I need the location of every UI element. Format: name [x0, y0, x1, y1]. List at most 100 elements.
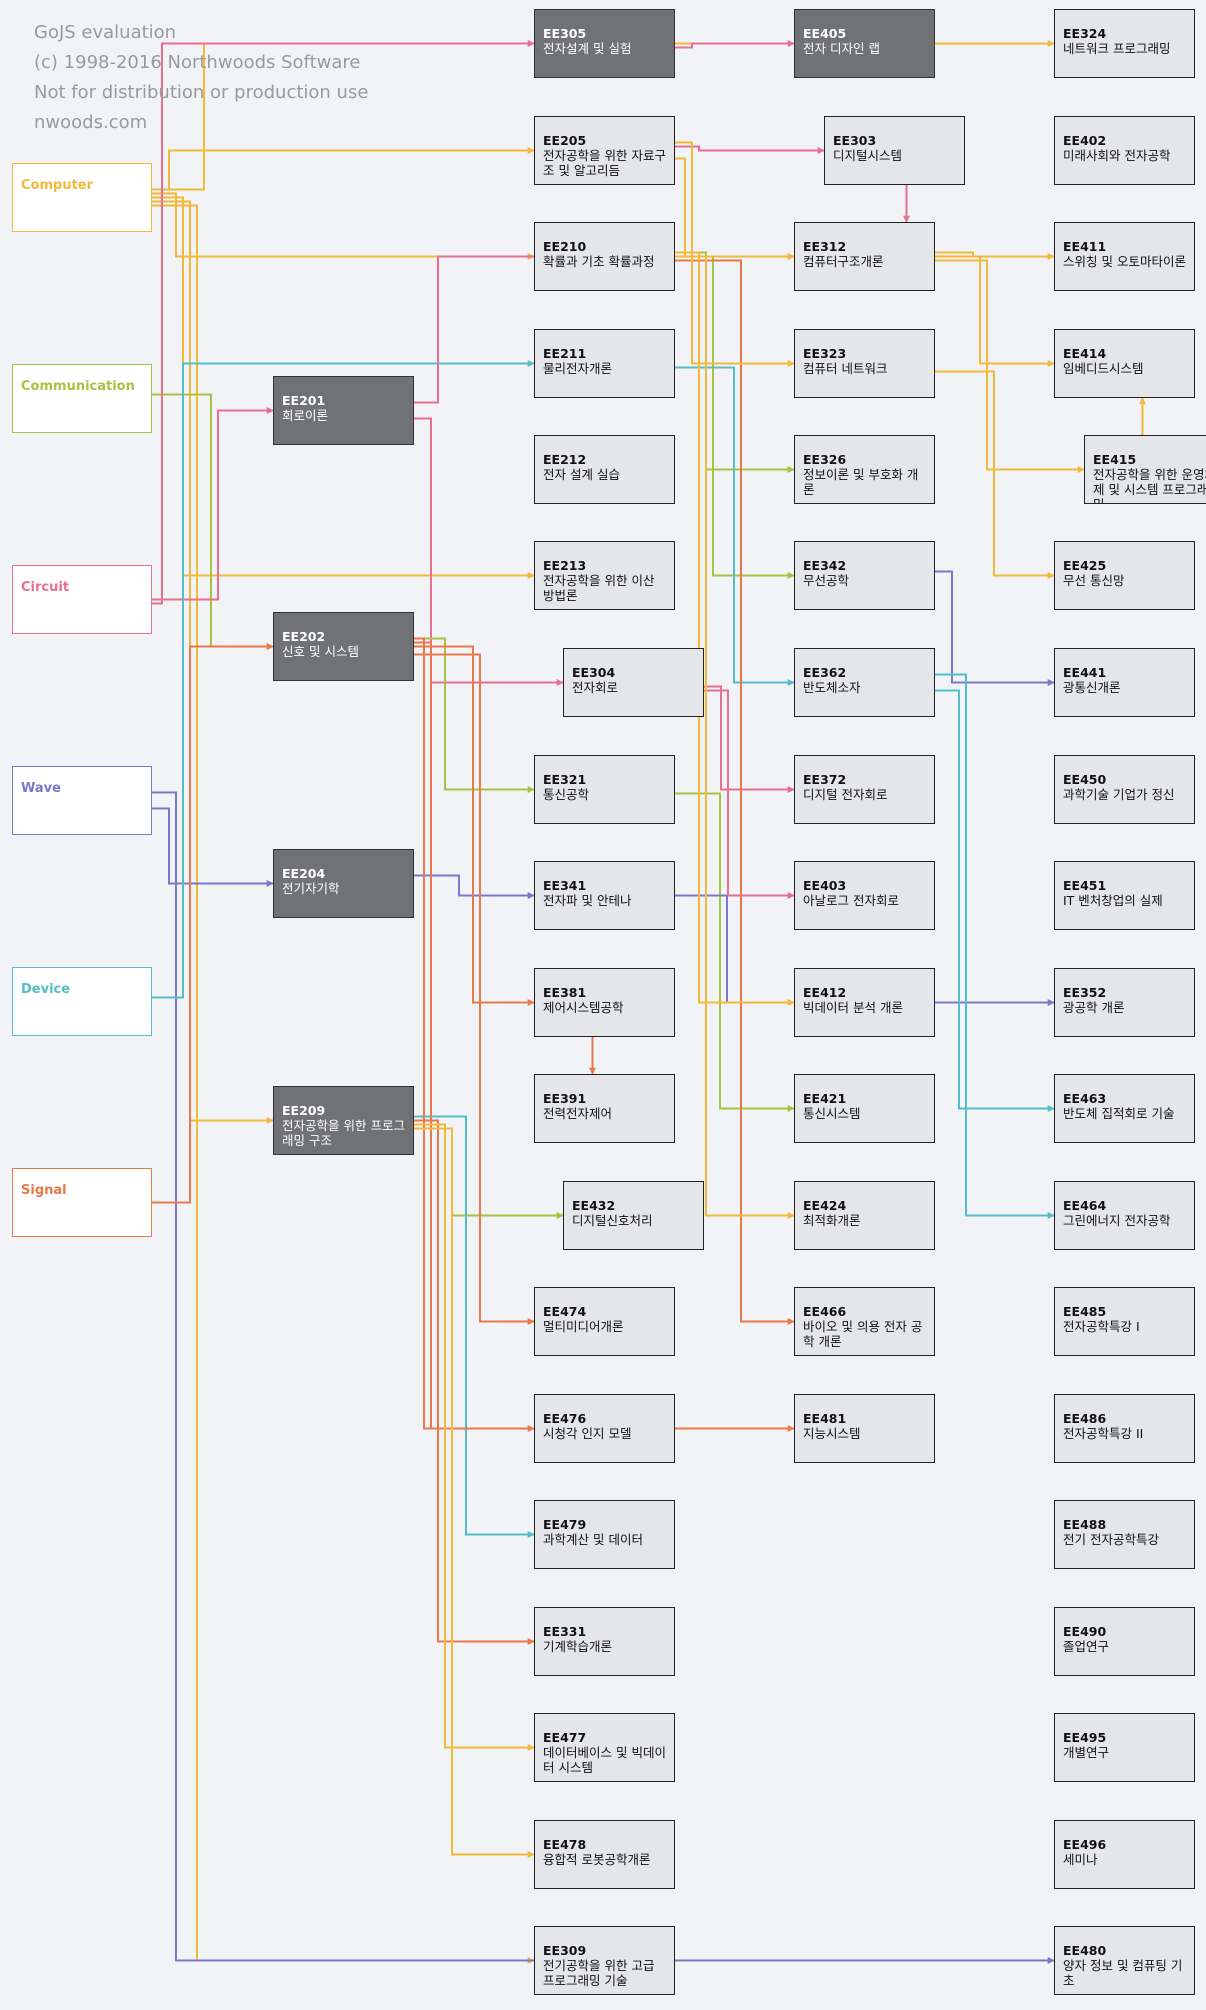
course-title: 전기공학을 위한 고급 프로그래밍 기술 [543, 1958, 655, 1988]
course-title: 바이오 및 의용 전자 공학 개론 [803, 1319, 923, 1349]
category-device[interactable]: Device [12, 967, 152, 1036]
link-ee210-ee412 [675, 251, 795, 1006]
course-code: EE476 [543, 1411, 587, 1426]
course-code: EE209 [282, 1103, 326, 1118]
links-layer [152, 40, 1146, 1964]
link-device-ee211 [152, 360, 535, 999]
course-title: 전기 전자공학특강 [1063, 1532, 1159, 1547]
category-circuit[interactable]: Circuit [12, 565, 152, 634]
course-code: EE485 [1063, 1304, 1107, 1319]
category-computer[interactable]: Computer [12, 163, 152, 232]
link-circuit-ee305 [152, 40, 535, 605]
link-ee362-ee463 [935, 689, 1055, 1112]
category-signal[interactable]: Signal [12, 1168, 152, 1237]
course-title: 정보이론 및 부호화 개론 [803, 467, 919, 497]
course-title: 세미나 [1063, 1852, 1098, 1867]
course-title: 반도체소자 [803, 680, 861, 695]
course-code: EE341 [543, 878, 587, 893]
category-label: Signal [21, 1183, 67, 1198]
course-title: 미래사회와 전자공학 [1063, 148, 1171, 163]
course-title: 개별연구 [1063, 1745, 1110, 1760]
course-title: 디지털신호처리 [572, 1213, 653, 1228]
course-title: 지능시스템 [803, 1426, 861, 1441]
category-wave[interactable]: Wave [12, 766, 152, 835]
link-ee205-ee312 [675, 157, 795, 260]
course-code: EE309 [543, 1943, 587, 1958]
course-code: EE342 [803, 558, 847, 573]
course-title: 멀티미디어개론 [543, 1319, 624, 1334]
category-communication[interactable]: Communication [12, 364, 152, 433]
course-code: EE477 [543, 1730, 587, 1745]
course-title: 신호 및 시스템 [282, 644, 359, 659]
link-ee209-ee477 [414, 1123, 535, 1751]
link-ee209-ee478 [414, 1127, 535, 1858]
course-title: 전자공학특강 II [1063, 1426, 1144, 1441]
course-title: 양자 정보 및 컴퓨팅 기초 [1063, 1958, 1183, 1988]
course-code: EE495 [1063, 1730, 1107, 1745]
course-code: EE425 [1063, 558, 1107, 573]
link-ee209-ee331 [414, 1119, 535, 1645]
link-computer-ee309 [152, 204, 535, 1964]
course-code: EE411 [1063, 239, 1107, 254]
link-ee305-ee405 [675, 40, 795, 49]
course-code: EE414 [1063, 346, 1107, 361]
